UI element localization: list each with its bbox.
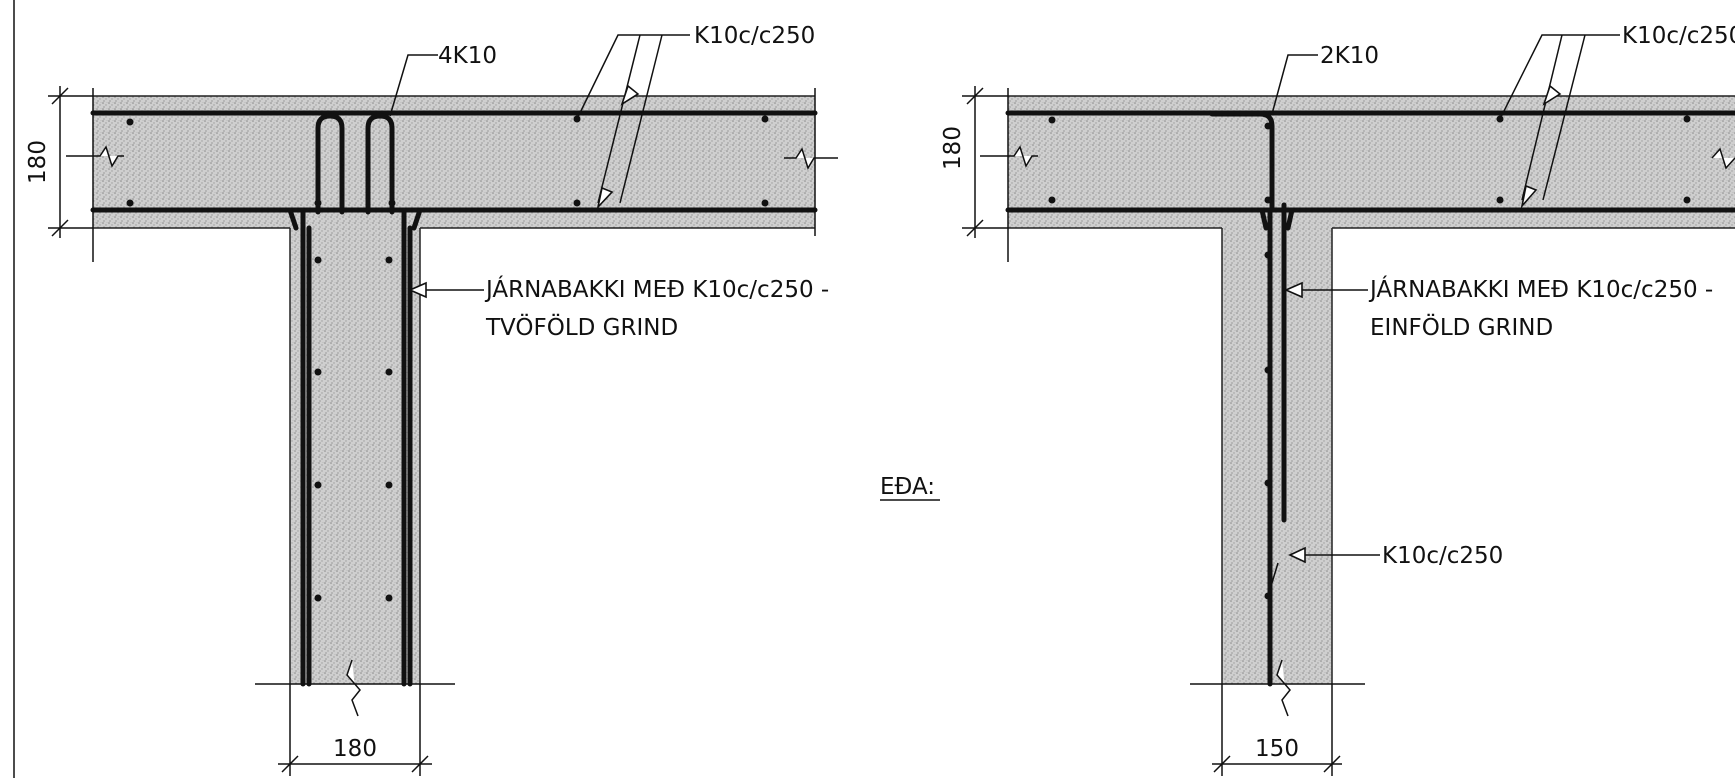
- left-hook-bar-2: [365, 113, 395, 215]
- right-hook-bar: [1209, 111, 1275, 213]
- separator-label: EÐA:: [880, 474, 935, 500]
- left-slab-leader-arrow-top: [620, 84, 640, 106]
- right-slab-bar-label: K10c/c250: [1622, 23, 1735, 49]
- right-slab-leader-arrow-top: [1542, 84, 1562, 106]
- right-slab-break-symbol-left: [980, 145, 1038, 168]
- right-wall-break-symbol: [1276, 659, 1291, 717]
- left-slab-thickness-dim: 180: [25, 140, 51, 184]
- right-wall: [1222, 228, 1332, 684]
- left-wall-leader-arrow: [408, 281, 427, 299]
- right-slab-thickness-dim: 180: [940, 126, 966, 170]
- left-wall-break-symbol: [346, 659, 361, 717]
- right-slab-break-symbol-right: [1711, 147, 1735, 170]
- right-wall-leader-arrow: [1284, 281, 1303, 299]
- left-wall-label-line2: TVÖFÖLD GRIND: [485, 313, 678, 341]
- left-top-bar-label: 4K10: [438, 43, 497, 69]
- right-wall-label-line1: JÁRNABAKKI MEÐ K10c/c250 -: [1368, 275, 1713, 303]
- left-slab-break-symbol-left: [66, 145, 124, 168]
- right-slab-leader-arrow-bottom: [1520, 184, 1538, 209]
- left-slab-break-symbol-right: [784, 147, 838, 170]
- left-wall: [290, 228, 420, 684]
- left-slab-bar-label: K10c/c250: [694, 23, 815, 49]
- left-hook-bar-1: [315, 113, 345, 215]
- right-wall-bar-leader-arrow: [1288, 546, 1306, 564]
- left-slab: [93, 96, 815, 228]
- right-wall-thickness-dim: 150: [1255, 736, 1299, 762]
- detail-left: 4K10 K10c/c250 JÁRNABAKKI MEÐ K10c/c250 …: [25, 23, 838, 776]
- left-wall-thickness-dim: 180: [333, 736, 377, 762]
- right-top-bar-label: 2K10: [1320, 43, 1379, 69]
- right-slab: [1008, 96, 1735, 228]
- detail-right: 2K10 K10c/c250 JÁRNABAKKI MEÐ K10c/c250 …: [940, 23, 1735, 776]
- right-wall-label-line2: EINFÖLD GRIND: [1370, 313, 1553, 341]
- right-wall-bar-label: K10c/c250: [1382, 543, 1503, 569]
- left-wall-label-line1: JÁRNABAKKI MEÐ K10c/c250 -: [484, 275, 829, 303]
- left-slab-leader-arrow-bottom: [596, 186, 614, 210]
